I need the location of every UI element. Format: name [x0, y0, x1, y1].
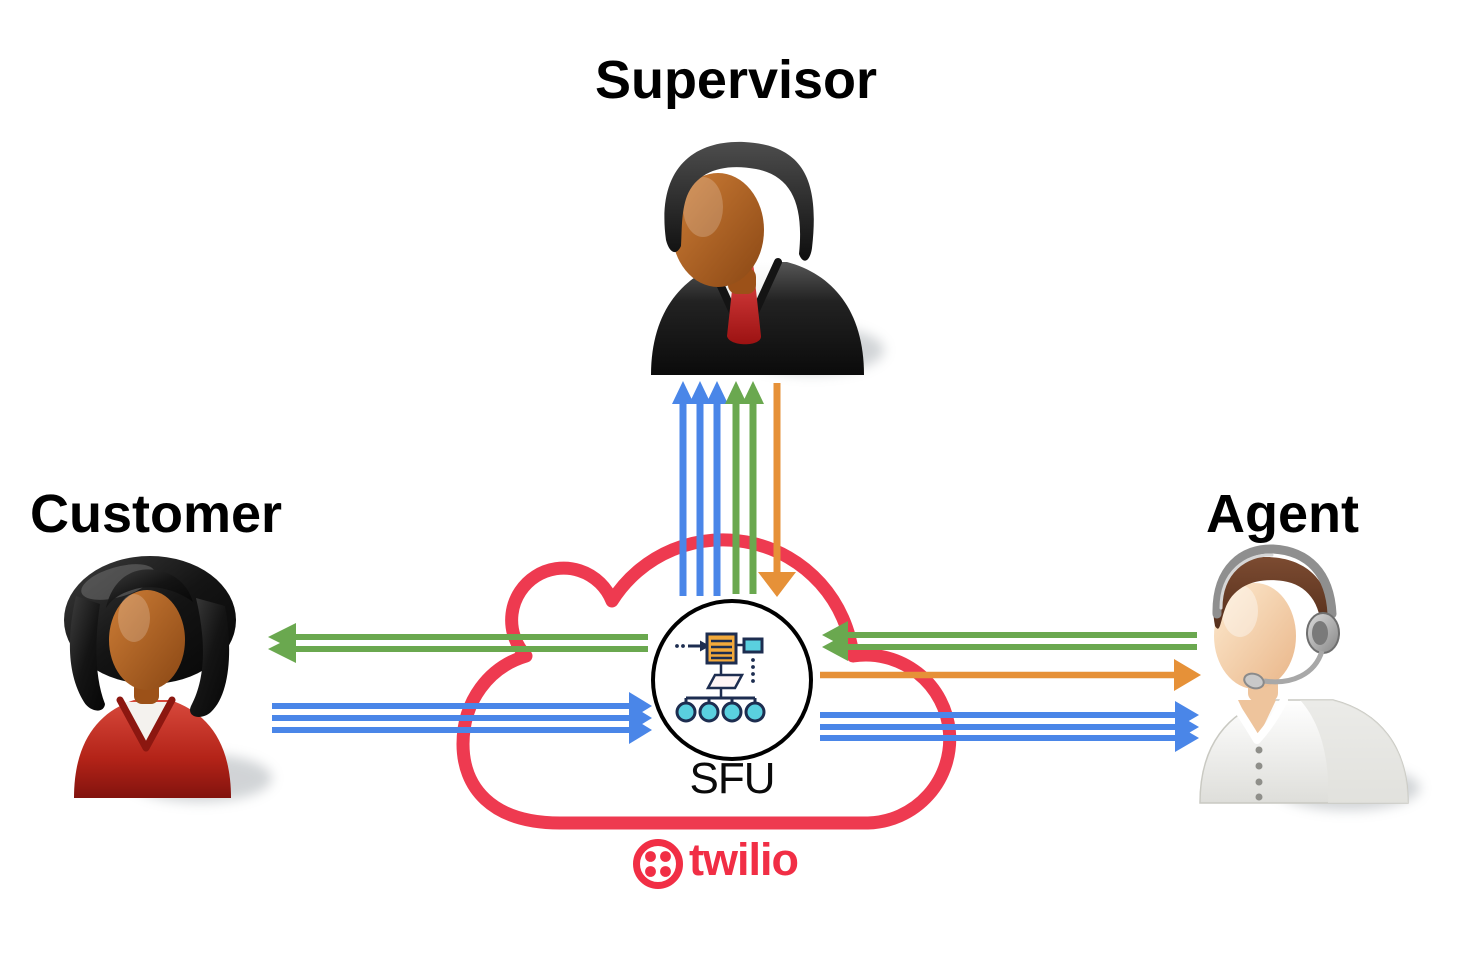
twilio-wordmark: twilio	[689, 834, 799, 885]
agent-face	[1214, 583, 1296, 689]
agent-to-sfu-streams-green	[822, 621, 1197, 661]
customer-face	[109, 590, 185, 690]
fanout-rake	[684, 696, 757, 704]
arrow-head	[822, 633, 848, 661]
arrow-head	[742, 381, 764, 404]
customer-label: Customer	[30, 484, 283, 544]
endpoint-node	[675, 701, 697, 723]
arrow-head	[1174, 659, 1201, 691]
agent-headset-earcup-inner	[1312, 621, 1328, 645]
sfu-icon	[675, 632, 766, 723]
twilio-dot	[645, 851, 656, 862]
twilio-dot	[660, 851, 671, 862]
arrow-head	[268, 635, 296, 663]
agent-shirt-button	[1255, 778, 1263, 786]
customer-hair-right-flip	[190, 598, 230, 717]
agent-hair	[1213, 556, 1332, 645]
twilio-dot	[660, 866, 671, 877]
arrow-head	[758, 572, 796, 597]
agent-shirt-button	[1255, 793, 1263, 801]
arrow-head	[1175, 724, 1199, 752]
switch-parallelogram	[705, 673, 745, 690]
agent-headset-mic-arm	[1263, 650, 1325, 685]
dotted-link	[751, 672, 755, 676]
sfu-to-agent-stream-orange	[820, 659, 1201, 691]
customer-lapels	[116, 696, 176, 752]
supervisor-face-highlight	[683, 177, 723, 237]
supervisor-face	[672, 173, 764, 287]
agent-face-highlight	[1222, 585, 1258, 637]
agent-collar-opening	[1238, 700, 1276, 740]
dotted-input	[681, 644, 685, 648]
customer-hair-left-flip	[69, 596, 105, 711]
arrow-head	[629, 716, 652, 744]
agent-collar	[1228, 696, 1288, 744]
twilio-logo-icon	[633, 839, 683, 889]
supervisor-avatar	[651, 141, 884, 375]
customer-blouse	[124, 702, 168, 748]
agent-headset-mic	[1243, 672, 1265, 690]
agent-headset-band-highlight	[1219, 553, 1274, 610]
monitor-box	[742, 637, 764, 654]
agent-shirt-button	[1255, 762, 1263, 770]
agent-headset-band	[1212, 544, 1337, 619]
customer-jacket	[74, 700, 231, 798]
agent-avatar	[1199, 544, 1420, 810]
router-box-stripes	[711, 639, 732, 660]
sfu-label: SFU	[689, 754, 776, 803]
sfu-to-supervisor-streams-blue	[672, 381, 728, 596]
dotted-link	[751, 658, 755, 662]
customer-avatar	[64, 556, 272, 802]
dotted-input	[675, 644, 679, 648]
supervisor-to-sfu-stream-orange	[758, 383, 796, 597]
agent-shirt-button	[1255, 746, 1263, 754]
input-arrow-head	[700, 640, 710, 652]
endpoint-node	[698, 701, 720, 723]
dotted-link	[751, 665, 755, 669]
customer-to-sfu-streams-blue	[272, 692, 652, 744]
sfu-to-agent-streams-blue	[820, 701, 1199, 752]
endpoint-node	[744, 701, 766, 723]
agent-label: Agent	[1206, 484, 1359, 544]
arrow-head	[706, 381, 728, 404]
endpoint-node	[721, 701, 743, 723]
agent-shirt-shading	[1300, 700, 1408, 803]
supervisor-label: Supervisor	[594, 50, 878, 110]
supervisor-hair	[664, 141, 814, 261]
twilio-dot	[645, 866, 656, 877]
arrow-head	[725, 381, 747, 404]
sfu-to-customer-streams-green	[268, 623, 648, 663]
arrow-head	[672, 381, 694, 404]
sfu-to-supervisor-streams-green	[725, 381, 764, 594]
twilio-ring	[633, 839, 683, 889]
dotted-link	[751, 679, 755, 683]
arrow-head	[689, 381, 711, 404]
customer-hair-fringe	[106, 569, 193, 608]
media-streams	[268, 381, 1201, 752]
customer-face-highlight	[118, 594, 150, 642]
